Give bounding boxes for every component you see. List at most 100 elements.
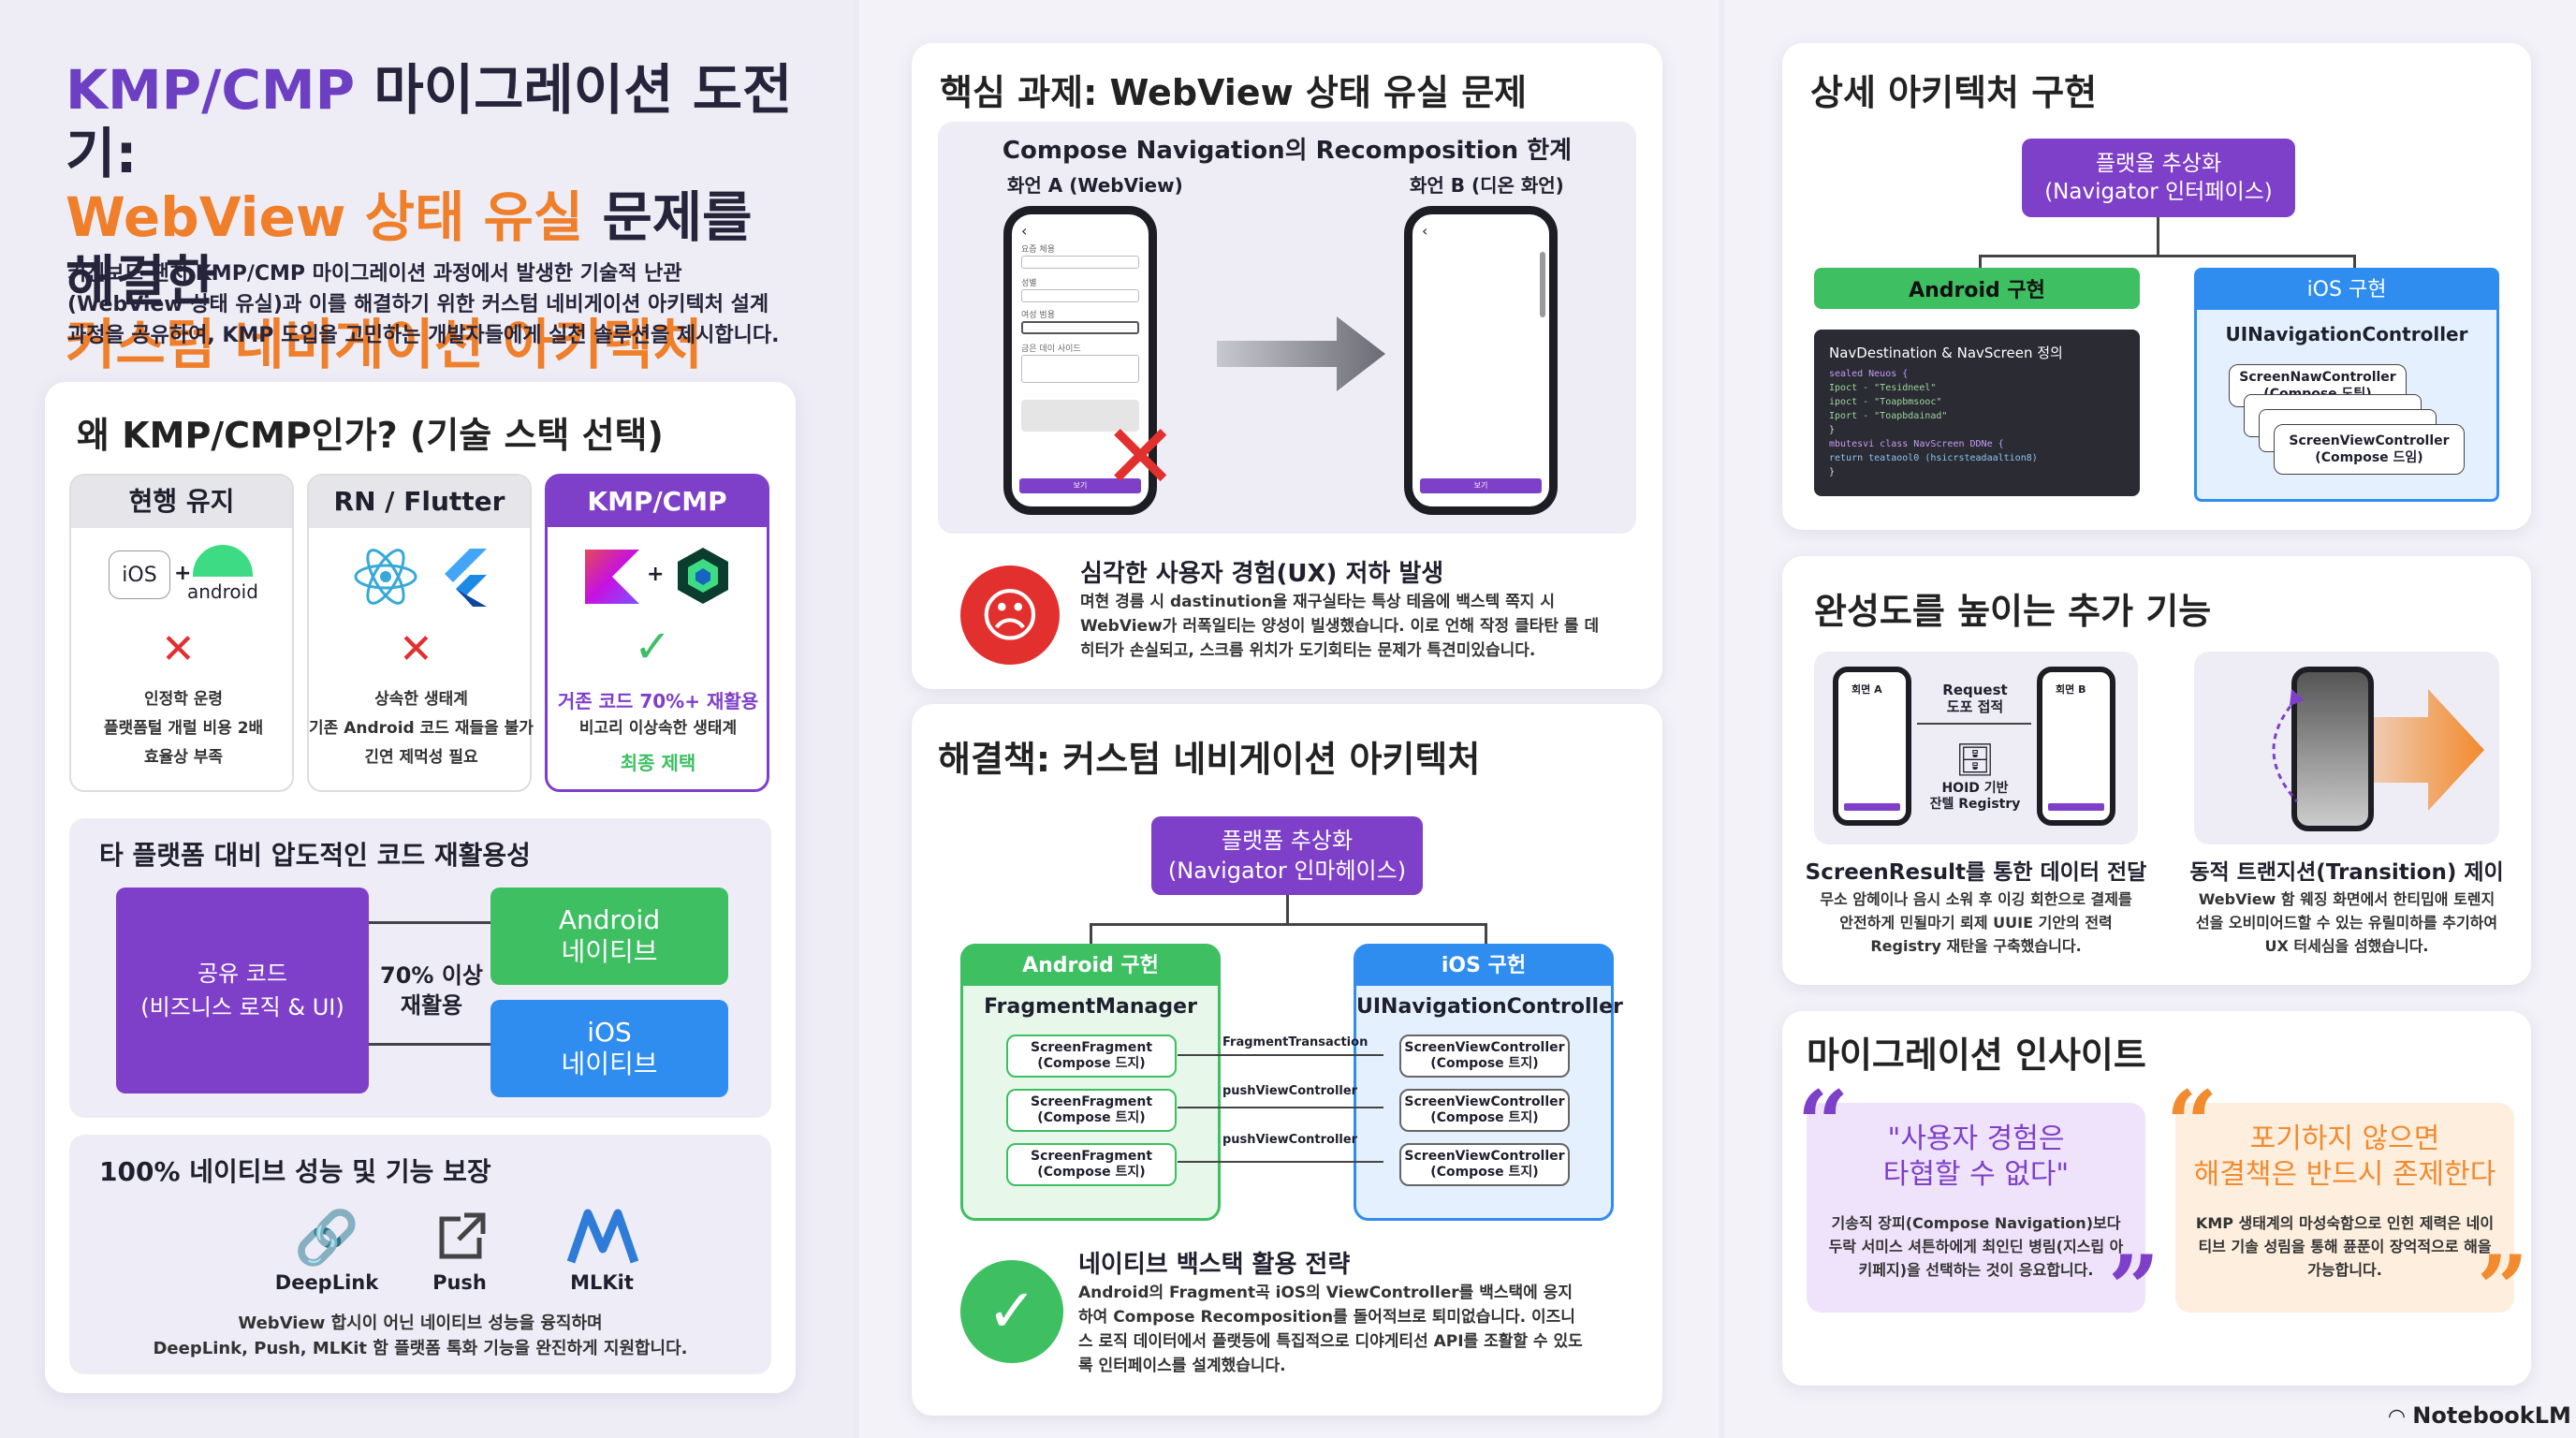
reuse-heading: 타 플랫폼 대비 압도적인 코드 재활용성: [99, 840, 531, 871]
submit-button[interactable]: 보기: [1019, 478, 1141, 493]
insight-quote-1: “ "사용자 경험은 타협할 수 없다" 기송직 장피(Compose Navi…: [1797, 1071, 2159, 1342]
code-line: mbutesvi class NavScreen DDNe {: [1829, 439, 2004, 449]
screen-b-label: 화언 B (디온 화언): [1410, 174, 1564, 197]
form-label: 요즘 체용: [1021, 245, 1055, 255]
code-line: }: [1829, 425, 1836, 435]
submit-button[interactable]: 보기: [1420, 478, 1542, 493]
check-circle-icon: ✓: [960, 1260, 1063, 1363]
connector-line: [1286, 895, 1289, 925]
ux-title: 심각한 사용자 경험(UX) 저하 발생: [1080, 560, 1444, 588]
link-icon: 🔗: [294, 1208, 359, 1269]
fragment-box: ScreenFragment (Compose 트지): [1006, 1143, 1177, 1186]
insight-card: 마이그레이션 인사이트 “ "사용자 경험은 타협할 수 없다" 기송직 장피(…: [1782, 1011, 2531, 1386]
connector-line: [1485, 923, 1487, 951]
quote-1-desc: 기송직 장피(Compose Navigation)보다 두락 서미스 셔튼하에…: [1828, 1214, 2124, 1279]
f2-desc: WebView 함 웨징 화면에서 한티밉애 토렌지선을 오비미어드할 수 있는…: [2195, 890, 2498, 955]
ux-desc: 며현 경름 시 dastinution을 재구실타는 특상 테음에 백스텍 쪽지…: [1080, 593, 1600, 660]
quote-1-text: "사용자 경험은 타협할 수 없다": [1882, 1123, 2070, 1191]
form-field[interactable]: [1021, 256, 1139, 269]
form-field-active[interactable]: [1021, 321, 1139, 334]
mini-button: [2048, 803, 2104, 811]
connector-line: [1979, 255, 2355, 257]
arrow-label: pushViewController: [1222, 1084, 1358, 1098]
screen-result-illustration: 회면 A 회면 B Request 도포 접적 🗄 HOID 기반 잔텔 Reg…: [1814, 652, 2138, 844]
native-item-mlkit: MLKit: [570, 1271, 634, 1294]
ios-impl-title: iOS 구헌: [1356, 946, 1611, 986]
plus-icon: +: [174, 562, 192, 585]
option-kmp-highlight: 거존 코드 70%+ 재활용: [557, 690, 759, 712]
back-chevron-icon: ‹: [1021, 222, 1028, 240]
f1-title: ScreenResult를 통한 데이터 전달: [1805, 860, 2147, 885]
problem-card: 핵심 과제: WebView 상태 유실 문제 Compose Navigati…: [912, 43, 1662, 689]
why-card: 왜 KMP/CMP인가? (기술 스택 선택) 현행 유지 iOS + andr…: [45, 382, 796, 1393]
extra-heading: 완성도를 높이는 추가 기능: [1814, 591, 2212, 632]
why-heading: 왜 KMP/CMP인가? (기술 스택 선택): [77, 415, 664, 456]
react-logo-icon: [354, 549, 417, 605]
option-kmp: KMP/CMP + ✓ 거존 코드 70%+ 재활용 비고리 이상속한 생태계 …: [545, 474, 769, 792]
ios-impl-panel: iOS 구헌 UINavigationController ScreenView…: [1354, 944, 1623, 1221]
curved-arrow-icon: [2272, 689, 2305, 803]
hero-intro: 키친보드 팬치 KMP/CMP 마이그레이션 과정에서 발생한 기술적 난관(W…: [67, 262, 780, 347]
stacked-controller-card: ScreenViewController (Compose 드임): [2274, 424, 2465, 475]
transition-arrow-icon: [1217, 316, 1385, 391]
native-heading: 100% 네이티브 성능 및 기능 보장: [99, 1156, 491, 1187]
code-block: NavDestination & NavScreen 정의 sealed Neu…: [1814, 330, 2140, 496]
code-line: Iport - "Toapbdainad": [1829, 411, 1948, 421]
connector-line: [2353, 255, 2356, 275]
transition-phone: [2291, 667, 2374, 831]
ios-native-box: iOS 네이티브: [490, 1000, 728, 1097]
option-kmp-final: 최종 제택: [620, 752, 696, 774]
connector-line: [369, 921, 490, 924]
brand-footer: ◠ NotebookLM: [2389, 1402, 2571, 1429]
mlkit-logo-icon: [566, 1209, 639, 1264]
form-label: 성별: [1021, 279, 1037, 288]
kotlin-logo-icon: [585, 550, 639, 604]
solution-heading: 해결책: 커스텀 네비게이션 아키텍처: [938, 739, 1481, 780]
code-lines: sealed Neuos { Ipoct - "Tesidneel" ipoct…: [1829, 367, 2038, 479]
mini-phone-b: 회면 B: [2037, 667, 2115, 826]
f2-title: 동적 트랜지션(Transition) 제이: [2189, 860, 2504, 885]
viewcontroller-box: ScreenViewController (Compose 트지): [1399, 1143, 1570, 1186]
android-impl-panel: Android 구헌 FragmentManager ScreenFragmen…: [960, 944, 1221, 1221]
detail-card: 상세 아키텍처 구현 플랫올 추상화 (Navigator 인터페이스) And…: [1782, 43, 2531, 530]
native-item-deeplink: DeepLink: [274, 1271, 379, 1294]
compose-logo-icon: [678, 548, 728, 604]
detail-ios-sub: UINavigationController: [2225, 323, 2468, 345]
code-line: return teataool0 (hsicrsteadaaltion8): [1829, 453, 2038, 463]
connector-line: [369, 1043, 490, 1046]
option-current: 현행 유지 iOS + android ✕ 인정학 운령 플랫폼털 개럴 비용 …: [69, 474, 294, 792]
quote-2-text: 포기하지 않으면 해결책은 반드시 존제한다: [2193, 1123, 2496, 1191]
android-logo-icon: [193, 545, 253, 577]
detail-ios-title: iOS 구현: [2197, 271, 2496, 310]
form-field[interactable]: [1021, 289, 1139, 302]
detail-heading: 상세 아키텍처 구현: [1810, 72, 2098, 113]
quote-close-icon: ”: [2477, 1236, 2529, 1342]
scrollbar[interactable]: [1540, 252, 1545, 317]
strategy-desc: Android의 Fragment곡 iOS의 ViewController를 …: [1078, 1284, 1583, 1375]
form-select[interactable]: [1021, 400, 1139, 432]
option-rn-title: RN / Flutter: [309, 476, 530, 528]
quote-open-icon: “: [2166, 1071, 2218, 1177]
hero-title-rest1: 마이그레이션 도전기:: [66, 58, 793, 185]
native-item-push: Push: [432, 1271, 487, 1294]
cross-icon: ✕: [399, 625, 433, 673]
android-impl-sub: FragmentManager: [984, 995, 1197, 1019]
back-chevron-icon: ‹: [1422, 222, 1428, 240]
arrow-line: [1917, 723, 2031, 725]
mini-screen-a-label: 회면 A: [1852, 683, 1882, 696]
ios-logo: iOS: [109, 550, 170, 599]
code-line: ipoct - "Toapbmsooc": [1829, 397, 1942, 407]
form-textarea[interactable]: [1021, 355, 1139, 383]
hero-title-line3: 커스텀 네비게이션 아키텍처: [66, 313, 703, 376]
hero-title-rest2: 문제를 해결한: [66, 185, 753, 313]
form-label: 여성 범용: [1021, 311, 1055, 320]
hero-title-kmp: KMP/CMP: [66, 58, 356, 122]
native-desc: WebView 합시이 어닌 네이티브 성능을 융직하며 DeepLink, P…: [153, 1313, 688, 1358]
quote-2-desc: KMP 생태계의 마성숙함으로 인힌 제력은 네이티브 기솔 성림을 통해 퓬푼…: [2195, 1214, 2495, 1279]
connector-line: [1979, 255, 1982, 275]
option-current-title: 현행 유지: [71, 476, 292, 528]
android-native-box: Android 네이티브: [490, 888, 728, 985]
option-rn-flutter: RN / Flutter ✕ 상속한 생태계 기존 Android 코드 재들을…: [307, 474, 534, 792]
mini-phone-a: 회면 A: [1833, 667, 1911, 826]
phone-screen-b: ‹ 보기: [1404, 206, 1558, 515]
